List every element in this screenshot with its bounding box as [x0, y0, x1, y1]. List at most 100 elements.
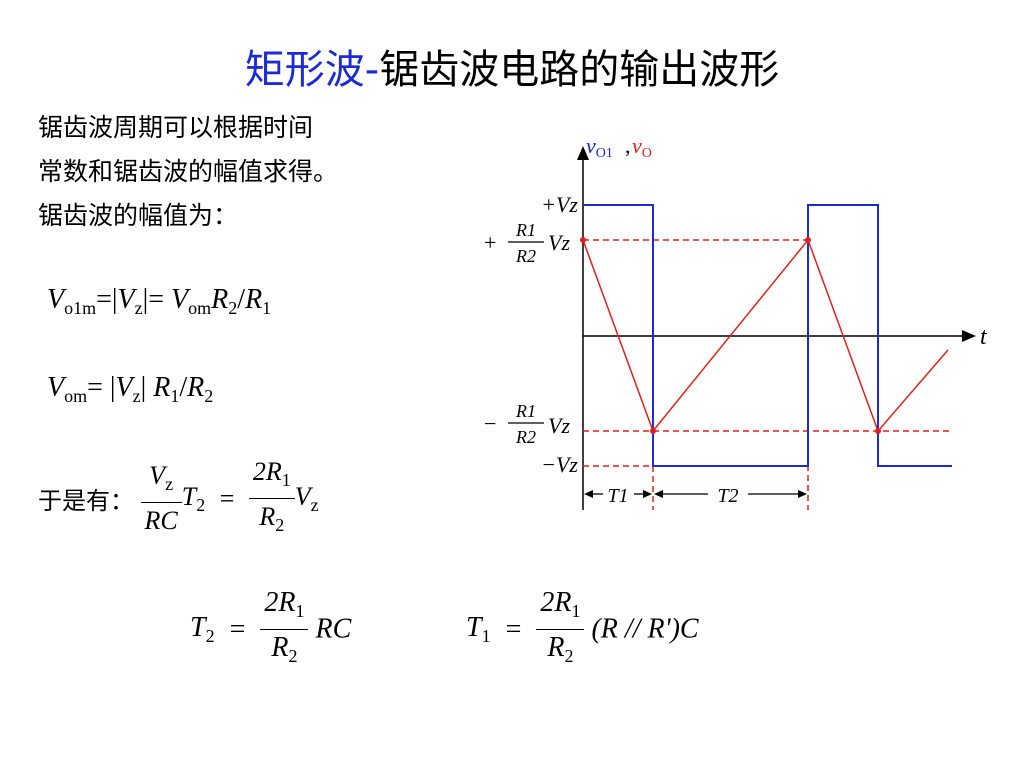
x-label-t: t: [980, 324, 988, 350]
eq2-v: V: [47, 372, 65, 403]
eq1-slash: /: [237, 284, 246, 315]
eq2-one: 1: [170, 386, 180, 406]
eq1-vom: V: [171, 284, 189, 315]
eq4-den: R: [271, 632, 289, 663]
eq1-two: 2: [228, 298, 238, 318]
eq2-om: om: [64, 386, 88, 406]
arrow-right-icon: [643, 490, 652, 498]
ratio-num-upper: R1: [515, 220, 536, 240]
eq3-fraction-left: Vz RC: [140, 458, 182, 539]
eq5-t-sub: 1: [481, 626, 491, 646]
eq3-den-right-sub: 2: [275, 515, 285, 535]
description-line-3: 锯齿波的幅值为：: [38, 201, 239, 230]
eq2-z: z: [132, 386, 141, 406]
eq4-tail: RC: [315, 613, 352, 645]
eq2-slash: /: [179, 372, 188, 403]
eq4-den-sub: 2: [288, 646, 298, 666]
y-label-vo1: vO1: [586, 133, 613, 161]
eq4-t: T: [190, 612, 206, 643]
title-dash: -: [364, 47, 380, 93]
eq1-r1: R: [245, 284, 263, 315]
eq3-prefix: 于是有：: [38, 487, 134, 515]
eq1-vz: V: [117, 284, 135, 315]
ratio-vz-upper: Vz: [548, 230, 570, 255]
eq5-t: T: [466, 612, 482, 643]
y-label-comma: ,: [625, 133, 631, 158]
vertex-dot: [875, 428, 881, 434]
eq3-den-right: R: [259, 502, 276, 531]
eq5-num-sub: 1: [571, 601, 581, 621]
description-line-1: 锯齿波周期可以根据时间: [38, 113, 314, 142]
minus-sign: −: [484, 411, 496, 436]
reference-lines: [583, 205, 950, 510]
eq3-v-sub: z: [310, 494, 319, 515]
eq1-z: z: [134, 298, 143, 318]
arrow-right-icon: [798, 490, 807, 498]
eq1-one: 1: [262, 298, 272, 318]
ratio-den-upper: R2: [515, 246, 536, 266]
eq4-num: 2R: [264, 587, 296, 618]
label-minus-vz: −Vz: [541, 452, 578, 477]
eq5-tail: (R // R')C: [591, 613, 699, 645]
eq3-num-right-sub: 1: [281, 470, 291, 490]
label-plus-ratio: + R1 R2 Vz: [484, 220, 570, 266]
equation-vo1m: Vo1m=|Vz|= VomR2/R1: [47, 284, 271, 319]
vertex-dot: [805, 237, 811, 243]
equation-relation: 于是有： Vz RC T2 = 2R1 R2 Vz: [38, 454, 319, 543]
ratio-vz-lower: Vz: [548, 413, 570, 438]
eq3-num-right: 2R: [252, 457, 282, 486]
square-wave: [583, 204, 952, 467]
eq5-equals: =: [505, 613, 522, 645]
equation-t1: T1 = 2R1 R2 (R // R')C: [466, 585, 699, 674]
eq4-num-sub: 1: [295, 601, 305, 621]
label-t1: T1: [607, 485, 628, 507]
eq3-t-sub: 2: [196, 494, 206, 515]
eq1-sub: o1m: [64, 298, 97, 318]
eq2-two: 2: [204, 386, 214, 406]
eq1-mid: =|: [96, 284, 118, 315]
eq4-fraction: 2R1 R2: [260, 585, 309, 674]
eq2-r1: R: [153, 372, 171, 403]
vertex-dot: [650, 428, 656, 434]
eq5-fraction: 2R1 R2: [536, 585, 585, 674]
period-arrowheads: [584, 490, 807, 498]
arrow-left-icon: [654, 490, 663, 498]
eq5-den-sub: 2: [564, 646, 574, 666]
eq5-num: 2R: [540, 587, 572, 618]
x-axis-arrow-icon: [962, 330, 976, 342]
vertex-dot: [580, 237, 586, 243]
eq3-equals: =: [219, 483, 235, 513]
ratio-num-lower: R1: [515, 401, 536, 421]
equation-vom: Vom= |Vz| R1/R2: [47, 372, 213, 407]
eq3-num-left: V: [149, 461, 166, 490]
eq5-den: R: [547, 632, 565, 663]
label-minus-ratio: − R1 R2 Vz: [484, 401, 570, 447]
eq1-v: V: [47, 284, 65, 315]
eq3-fraction-right: 2R1 R2: [248, 454, 295, 543]
eq2-r2: R: [187, 372, 205, 403]
eq1-eq: |=: [142, 284, 172, 315]
y-label-vo: vO: [632, 133, 652, 161]
eq2-bar: |: [140, 372, 154, 403]
description: 锯齿波周期可以根据时间 常数和锯齿波的幅值求得。 锯齿波的幅值为：: [38, 106, 458, 238]
y-axis-arrow-icon: [577, 146, 589, 160]
waveform-diagram: vO1 , vO t +Vz + R1 R2 Vz − R1 R2 Vz −Vz: [484, 133, 988, 510]
label-t2: T2: [717, 485, 738, 507]
arrow-left-icon: [584, 490, 593, 498]
eq3-num-left-sub: z: [165, 474, 174, 494]
equation-t2: T2 = 2R1 R2 RC: [190, 585, 351, 674]
eq4-equals: =: [229, 613, 246, 645]
eq3-v: V: [294, 481, 311, 511]
plus-sign: +: [484, 230, 496, 255]
eq2-vz: V: [115, 372, 133, 403]
eq3-t: T: [181, 481, 197, 511]
eq2-mid: = |: [87, 372, 116, 403]
sawtooth-vertices: [580, 237, 881, 434]
title-rest: 锯齿波电路的输出波形: [379, 47, 780, 93]
title-highlight: 矩形波: [244, 47, 365, 93]
label-plus-vz: +Vz: [541, 192, 578, 217]
eq1-om: om: [188, 298, 212, 318]
eq1-r2: R: [211, 284, 229, 315]
ratio-den-lower: R2: [515, 427, 536, 447]
eq4-t-sub: 2: [205, 626, 215, 646]
